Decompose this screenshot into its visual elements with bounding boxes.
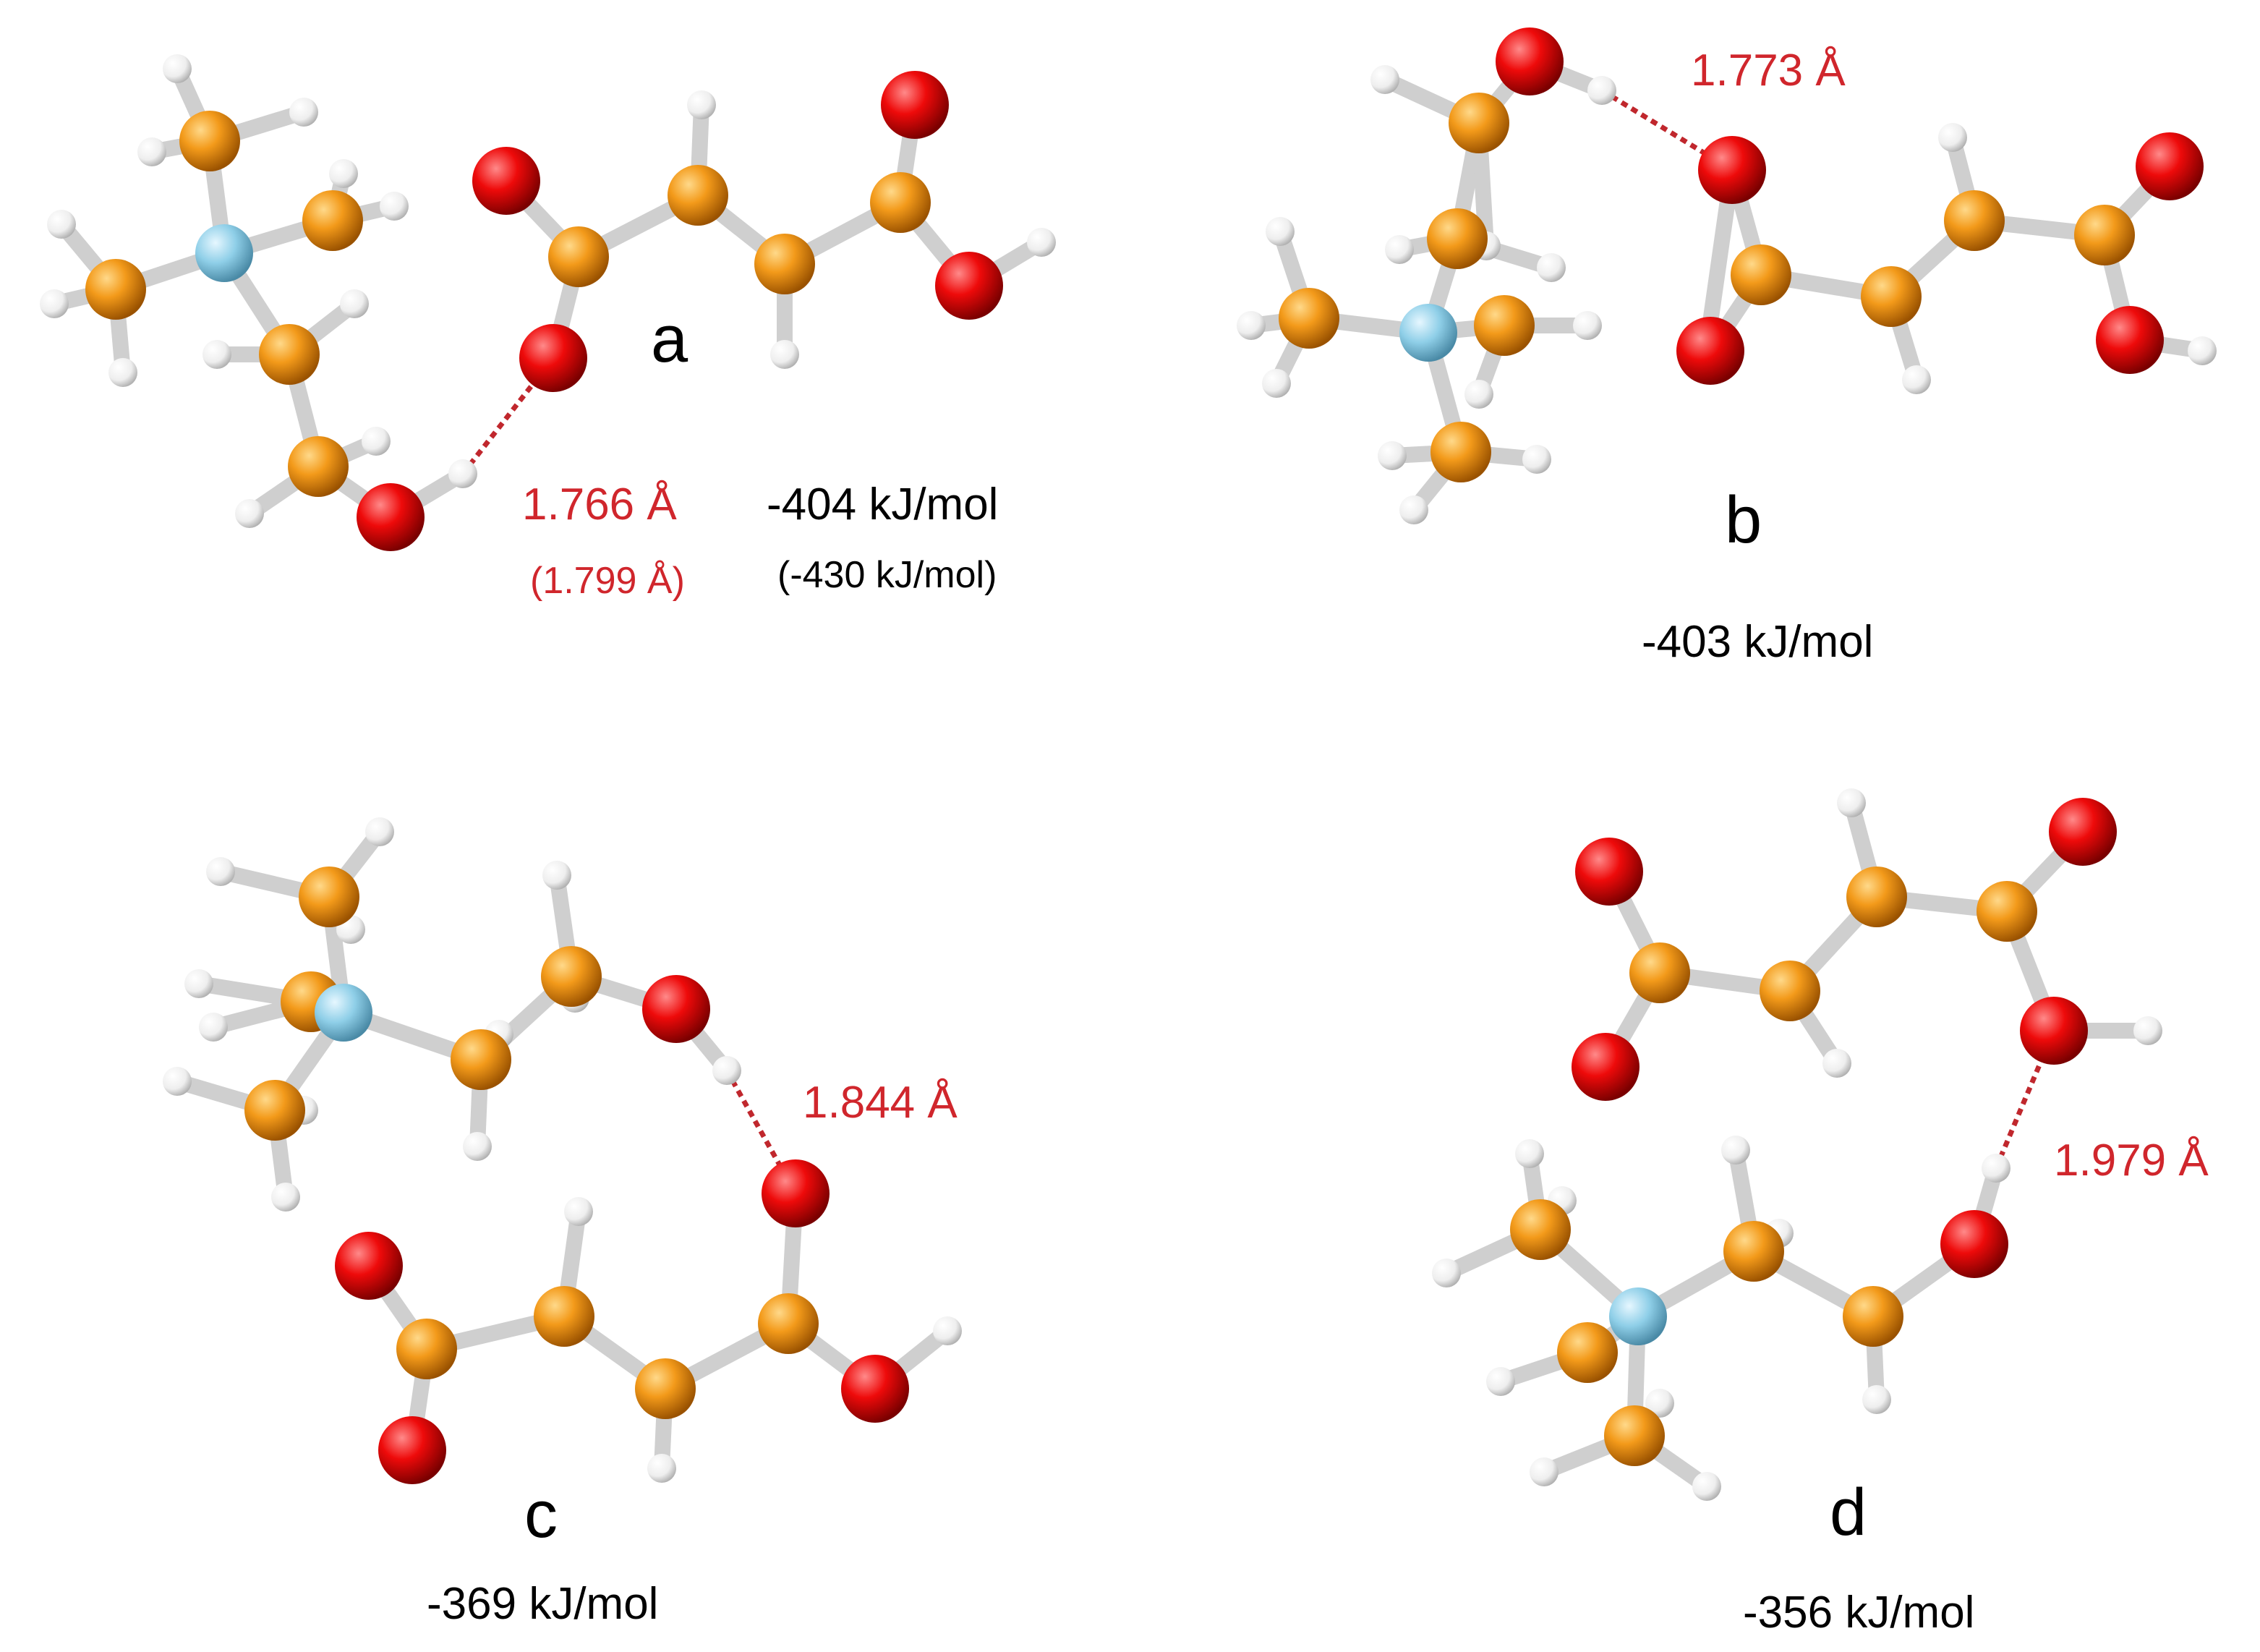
panel-b-distance: 1.773 Å [1691, 46, 1846, 95]
panel-b-letter: b [1725, 483, 1762, 557]
panel-d: d 1.979 Å -356 kJ/mol [1432, 788, 2209, 1638]
hbond-a [461, 356, 555, 476]
panel-a-atoms [40, 54, 1056, 551]
panel-b-energy: -403 kJ/mol [1642, 617, 1873, 667]
panel-d-distance: 1.979 Å [2054, 1136, 2209, 1185]
panel-c-letter: c [524, 1478, 558, 1551]
panel-d-energy: -356 kJ/mol [1743, 1588, 1974, 1638]
panel-a-distance-alt: (1.799 Å) [530, 560, 685, 602]
panel-c: c 1.844 Å -369 kJ/mol [163, 817, 962, 1629]
panel-c-distance: 1.844 Å [803, 1078, 958, 1128]
panel-a-letter: a [651, 302, 688, 376]
panel-d-bonds [1438, 795, 2156, 1494]
panel-c-atoms [163, 817, 962, 1484]
panel-a-energy: -404 kJ/mol [767, 480, 998, 529]
hbond-b [1600, 88, 1734, 172]
panel-b: b 1.773 Å -403 kJ/mol [1237, 27, 2217, 667]
panel-c-bonds [169, 824, 955, 1476]
panel-a-distance: 1.766 Å [522, 480, 677, 529]
hbond-d [1993, 1029, 2057, 1170]
panel-a-energy-alt: (-430 kJ/mol) [777, 554, 997, 596]
panel-a: a 1.766 Å (1.799 Å) -404 kJ/mol (-430 kJ… [40, 54, 1056, 602]
panel-b-atoms [1237, 27, 2217, 524]
panel-d-atoms [1432, 788, 2162, 1501]
panel-c-energy: -369 kJ/mol [427, 1579, 658, 1629]
panel-d-letter: d [1830, 1476, 1867, 1549]
